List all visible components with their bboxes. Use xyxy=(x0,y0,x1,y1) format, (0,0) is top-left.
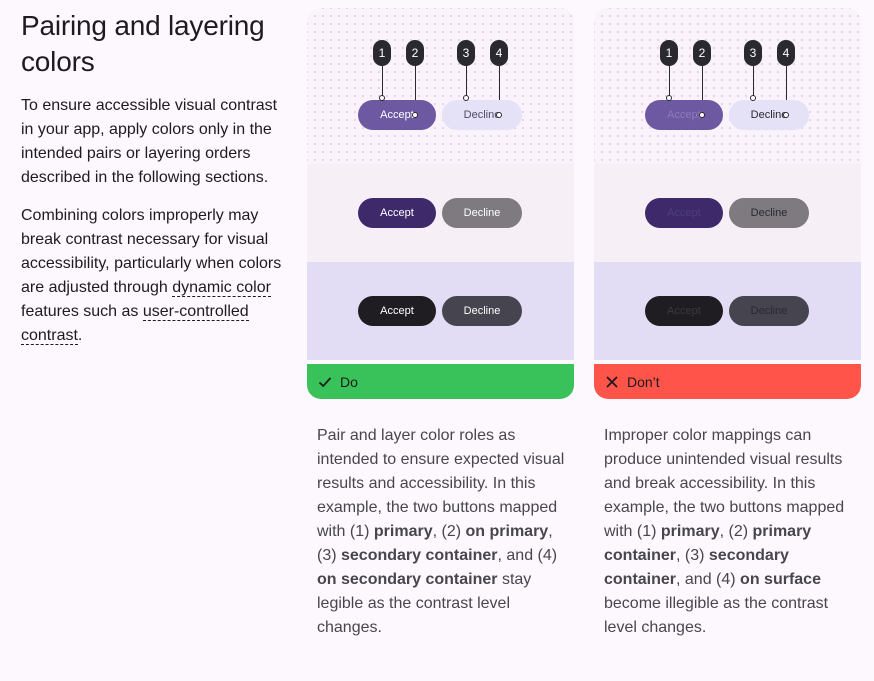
role-name: on surface xyxy=(740,571,821,588)
callout-leader xyxy=(499,64,500,116)
do-banner: Do xyxy=(307,364,574,399)
callout-leader xyxy=(702,64,703,117)
role-name: secondary container xyxy=(341,547,498,564)
callout-anchor xyxy=(783,112,789,118)
dont-label: Don’t xyxy=(627,373,660,390)
decline-button[interactable]: Decline xyxy=(729,100,809,130)
dont-description: Improper color mappings can produce unin… xyxy=(594,424,861,640)
decline-button[interactable]: Decline xyxy=(729,198,809,228)
callout-anchor xyxy=(463,95,469,101)
callout-leader xyxy=(786,64,787,116)
dynamic-color-link[interactable]: dynamic color xyxy=(172,279,271,297)
do-example: 1 2 3 4 Accept Decline Accept Decline Ac… xyxy=(307,8,574,640)
do-illustration: 1 2 3 4 Accept Decline Accept Decline Ac… xyxy=(307,8,574,360)
callout-anchor xyxy=(699,112,705,118)
decline-button[interactable]: Decline xyxy=(729,296,809,326)
intro-text: features such as xyxy=(21,303,143,320)
dont-text: , (2) xyxy=(719,523,753,540)
high-contrast-band: Accept Decline xyxy=(307,262,574,360)
high-contrast-band: Accept Decline xyxy=(594,262,861,360)
role-name: on primary xyxy=(465,523,549,540)
callout-4: 4 xyxy=(777,40,795,66)
callout-2: 2 xyxy=(406,40,424,66)
dont-text: become illegible as the contrast level c… xyxy=(604,595,829,636)
accept-button[interactable]: Accept xyxy=(358,296,436,326)
accept-button[interactable]: Accept xyxy=(358,198,436,228)
do-text: , (3) xyxy=(317,523,553,564)
callout-leader xyxy=(466,64,467,96)
close-icon xyxy=(606,375,618,388)
intro-paragraph-1: To ensure accessible visual contrast in … xyxy=(21,97,278,186)
callout-anchor xyxy=(496,112,502,118)
page-title: Pairing and layering colors xyxy=(21,10,265,77)
dont-example: 1 2 3 4 Accept Decline Accept Decline Ac… xyxy=(594,8,861,640)
user-controlled-contrast-link[interactable]: user-controlled contrast xyxy=(21,303,249,345)
callout-leader xyxy=(669,64,670,100)
accept-button[interactable]: Accept xyxy=(645,296,723,326)
callout-anchor xyxy=(379,95,385,101)
role-name: on secondary container xyxy=(317,571,498,588)
do-text: stay legible as the contrast level chang… xyxy=(317,571,532,636)
check-icon xyxy=(318,376,332,387)
callout-anchor xyxy=(750,95,756,101)
intro-text: Combining colors improperly may break co… xyxy=(21,207,282,296)
dont-text: Improper color mappings can produce unin… xyxy=(604,427,845,540)
do-text: , and (4) xyxy=(497,547,558,564)
callout-leader xyxy=(382,64,383,100)
callout-4: 4 xyxy=(490,40,508,66)
decline-button[interactable]: Decline xyxy=(442,198,522,228)
callout-leader xyxy=(753,64,754,96)
accept-button[interactable]: Accept xyxy=(358,100,436,130)
callout-leader xyxy=(415,64,416,117)
intro-section: Pairing and layering colors To ensure ac… xyxy=(21,8,291,348)
do-text: Pair and layer color roles as intended t… xyxy=(317,427,565,540)
accept-button[interactable]: Accept xyxy=(645,198,723,228)
callout-1: 1 xyxy=(373,40,391,66)
do-label: Do xyxy=(340,373,358,390)
medium-contrast-band: Accept Decline xyxy=(594,164,861,262)
callout-3: 3 xyxy=(744,40,762,66)
dont-text: , (3) xyxy=(676,547,709,564)
do-text: , (2) xyxy=(432,523,466,540)
callout-anchor xyxy=(666,95,672,101)
do-description: Pair and layer color roles as intended t… xyxy=(307,424,574,640)
decline-button[interactable]: Decline xyxy=(442,100,522,130)
role-name: primary container xyxy=(604,523,812,564)
intro-text: . xyxy=(77,327,83,344)
callout-3: 3 xyxy=(457,40,475,66)
accept-button[interactable]: Accept xyxy=(645,100,723,130)
medium-contrast-band: Accept Decline xyxy=(307,164,574,262)
decline-button[interactable]: Decline xyxy=(442,296,522,326)
default-contrast-band: 1 2 3 4 Accept Decline xyxy=(307,8,574,164)
callout-anchor xyxy=(412,112,418,118)
dont-text: , and (4) xyxy=(676,571,741,588)
dont-banner: Don’t xyxy=(594,364,861,399)
role-name: secondary container xyxy=(604,547,789,588)
intro-paragraph-2: Combining colors improperly may break co… xyxy=(21,204,291,348)
callout-1: 1 xyxy=(660,40,678,66)
dont-illustration: 1 2 3 4 Accept Decline Accept Decline Ac… xyxy=(594,8,861,360)
role-name: primary xyxy=(660,523,720,540)
default-contrast-band: 1 2 3 4 Accept Decline xyxy=(594,8,861,164)
role-name: primary xyxy=(373,523,433,540)
callout-2: 2 xyxy=(693,40,711,66)
